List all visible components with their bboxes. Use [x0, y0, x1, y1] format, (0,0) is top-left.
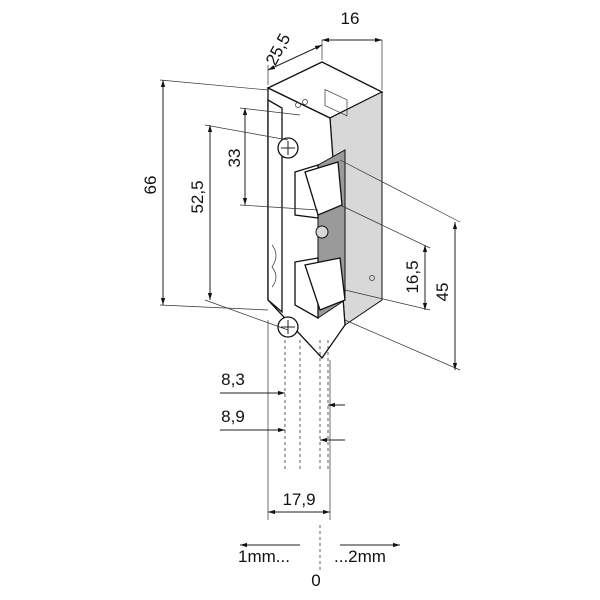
dim-depth: 25,5: [262, 30, 294, 68]
dim-screw-spacing: 52,5: [188, 180, 207, 213]
dim-latch-span: 45: [433, 283, 452, 302]
dim-adjust-right: ...2mm: [334, 547, 386, 566]
dim-plate-width: 17,9: [282, 490, 315, 509]
lock-body: [266, 61, 384, 360]
extension-lines: [159, 40, 461, 520]
dim-width-top: 16: [341, 9, 360, 28]
dim-offset-a: 8,3: [221, 370, 245, 389]
lower-screw-icon: [277, 316, 299, 338]
dimension-lines: [160, 37, 458, 570]
dim-zero: 0: [311, 571, 320, 590]
dim-total-height: 66: [141, 176, 160, 195]
dim-offset-b: 8,9: [221, 407, 245, 426]
dim-latch-height: 16,5: [403, 260, 422, 293]
upper-screw-icon: [277, 137, 299, 159]
dim-upper-offset: 33: [225, 149, 244, 168]
dim-adjust-left: 1mm...: [238, 547, 290, 566]
